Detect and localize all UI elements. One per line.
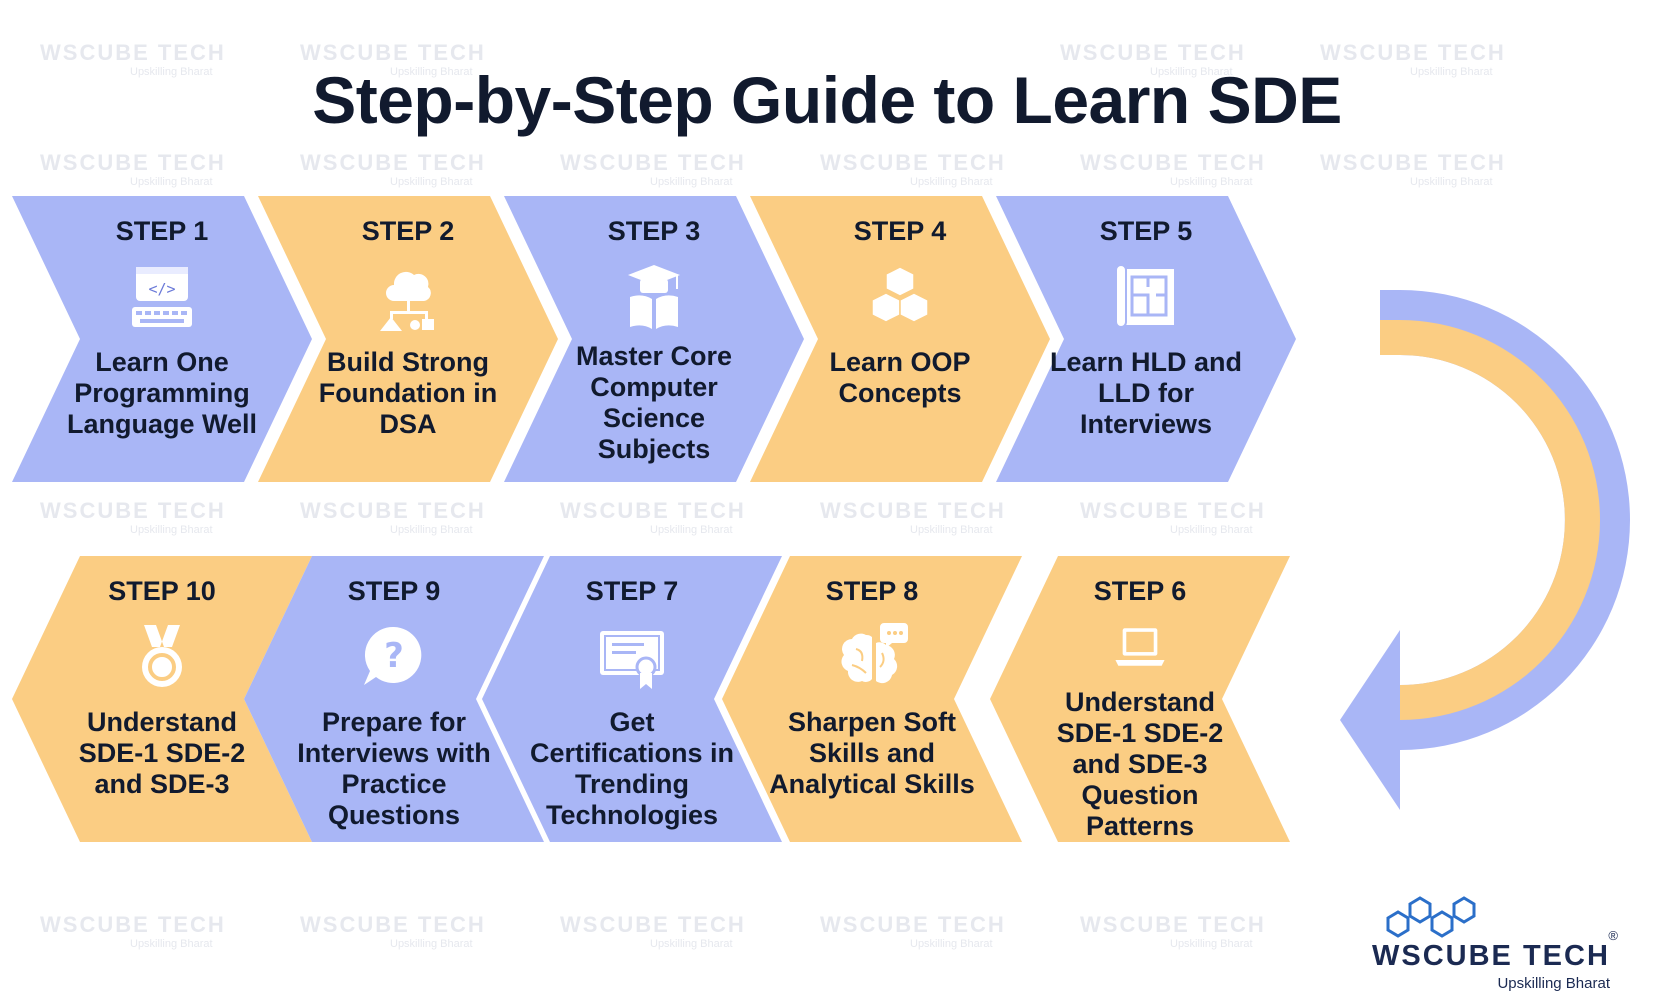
step-card-10: STEP 10 Understand SDE-1 SDE-2 and SDE-3 [12,556,312,842]
step-card-2: STEP 2 Build Strong Foundation in DSA [258,196,558,482]
page-title: Step-by-Step Guide to Learn SDE [312,63,1342,137]
step-label: STEP 9 [347,576,441,606]
wscube-tech-logo: WSCUBE TECH ® Upskilling Bharat [1368,888,1618,992]
brain-chat-icon [841,623,908,684]
step-text: Learn OOP Concepts [829,347,971,408]
step-label: STEP 6 [1093,576,1187,606]
step-label: STEP 3 [607,216,701,246]
hexagon-logo-icon [1386,896,1476,938]
step-card-8: STEP 8 Sharpen Soft Skills and Analytica… [722,556,1022,842]
step-card-7: STEP 7 Get Certifications in Trending Te… [482,556,782,842]
step-text: Build Strong Foundation in DSA [318,347,498,439]
u-turn-arrow-inner [1380,320,1600,720]
step-label: STEP 10 [108,576,216,606]
code-window-keyboard-icon: </> [132,267,192,327]
laptop-icon [1115,628,1165,666]
step-label: STEP 5 [1099,216,1193,246]
tree-structure-icon [380,271,434,331]
step-text: Understand SDE-1 SDE-2 and SDE-3 [78,707,246,799]
blueprint-icon [1115,264,1174,328]
logo-tagline: Upskilling Bharat [1497,975,1610,992]
step-card-4: STEP 4 Learn OOP Concepts [750,196,1050,482]
step-label: STEP 4 [853,216,947,246]
step-card-5: STEP 5 Learn HLD and LLD for Interviews [996,196,1296,482]
svg-text:</>: </> [148,280,175,298]
step-text: Learn HLD and LLD for Interviews [1049,347,1243,439]
step-text: Master Core Computer Science Subjects [575,341,733,464]
step-text: Sharpen Soft Skills and Analytical Skill… [769,707,975,799]
step-card-9: STEP 9 ? Prepare for Interviews with Pra… [244,556,544,842]
step-text: Learn One Programming Language Well [66,347,258,439]
step-text: Prepare for Interviews with Practice Que… [297,707,491,830]
graduation-cap-book-icon [628,265,680,329]
question-bubble-icon: ? [364,626,422,685]
step-label: STEP 8 [825,576,919,606]
registered-mark: ® [1608,928,1618,943]
certificate-icon [600,631,664,689]
medal-icon [142,625,182,687]
step-text: Get Certifications in Trending Technolog… [529,707,735,830]
cubes-icon [871,266,929,323]
step-card-1: STEP 1 </> Learn One Programming Languag… [12,196,312,482]
step-card-6: STEP 6 Understand SDE-1 SDE-2 and SDE-3 … [990,556,1290,842]
step-label: STEP 2 [361,216,455,246]
step-card-3: STEP 3 Master Core Computer Science Subj… [504,196,804,482]
step-label: STEP 7 [585,576,679,606]
u-turn-arrow [1340,290,1630,810]
step-label: STEP 1 [115,216,209,246]
logo-brand: WSCUBE TECH [1372,940,1610,972]
step-text: Understand SDE-1 SDE-2 and SDE-3 Questio… [1056,687,1224,841]
svg-text:?: ? [384,636,404,676]
